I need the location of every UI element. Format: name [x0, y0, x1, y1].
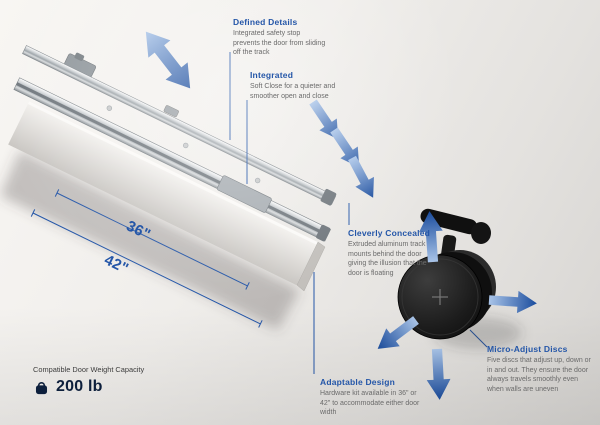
disc-center-mark [432, 289, 448, 305]
disc-front-rim [401, 258, 479, 336]
mounting-bracket-clip [74, 52, 85, 61]
track-clip [163, 105, 179, 118]
door-panel-highlight [27, 101, 318, 245]
weight-capacity-block: Compatible Door Weight Capacity 200 lb [33, 365, 144, 396]
door-shadow [0, 150, 300, 330]
callout-body: Extruded aluminum track mounts behind th… [348, 241, 427, 277]
callout-body: Five discs that adjust up, down or in an… [487, 357, 591, 393]
slide-direction-arrow [134, 23, 202, 97]
wall-screws [106, 105, 261, 184]
callout-adaptable-design: Adaptable Design Hardware kit available … [320, 377, 426, 418]
callout-title: Integrated [250, 70, 294, 80]
callout-body: Integrated safety stop prevents the door… [233, 30, 326, 57]
callout-title: Micro-Adjust Discs [487, 344, 568, 354]
callout-body: Hardware kit available in 36" or 42" to … [320, 390, 420, 417]
kettlebell-weight-icon [35, 381, 48, 394]
handle-knob [471, 222, 491, 244]
weight-capacity-value: 200 lb [56, 378, 103, 395]
handle-crossbar [420, 208, 478, 235]
weight-capacity-label: Compatible Door Weight Capacity [33, 365, 145, 374]
micro-adjust-disc-assembly [397, 208, 496, 340]
adjust-right-arrow [488, 288, 538, 315]
callout-defined-details: Defined Details Integrated safety stop p… [233, 17, 329, 58]
callout-body: Soft Close for a quieter and smoother op… [250, 83, 336, 100]
adjust-down-arrow [425, 348, 452, 401]
track-render [8, 45, 337, 286]
callout-integrated: Integrated Soft Close for a quieter and … [250, 70, 342, 101]
door-motion-arrow-3 [342, 153, 383, 203]
callout-cleverly-concealed: Cleverly Concealed Extruded aluminum tra… [348, 228, 440, 279]
callout-title: Cleverly Concealed [348, 228, 431, 238]
door-panel-end-face [296, 241, 326, 292]
rail-end-cap [316, 224, 331, 242]
dimension-line-42 [30, 209, 263, 328]
soft-close-unit [216, 175, 272, 213]
safety-stop [320, 189, 337, 206]
door-panel [8, 101, 318, 286]
callout-title: Adaptable Design [320, 377, 395, 387]
callout-title: Defined Details [233, 17, 298, 27]
dimension-line-36 [54, 189, 250, 290]
callout-micro-adjust-discs: Micro-Adjust Discs Five discs that adjus… [487, 344, 591, 395]
